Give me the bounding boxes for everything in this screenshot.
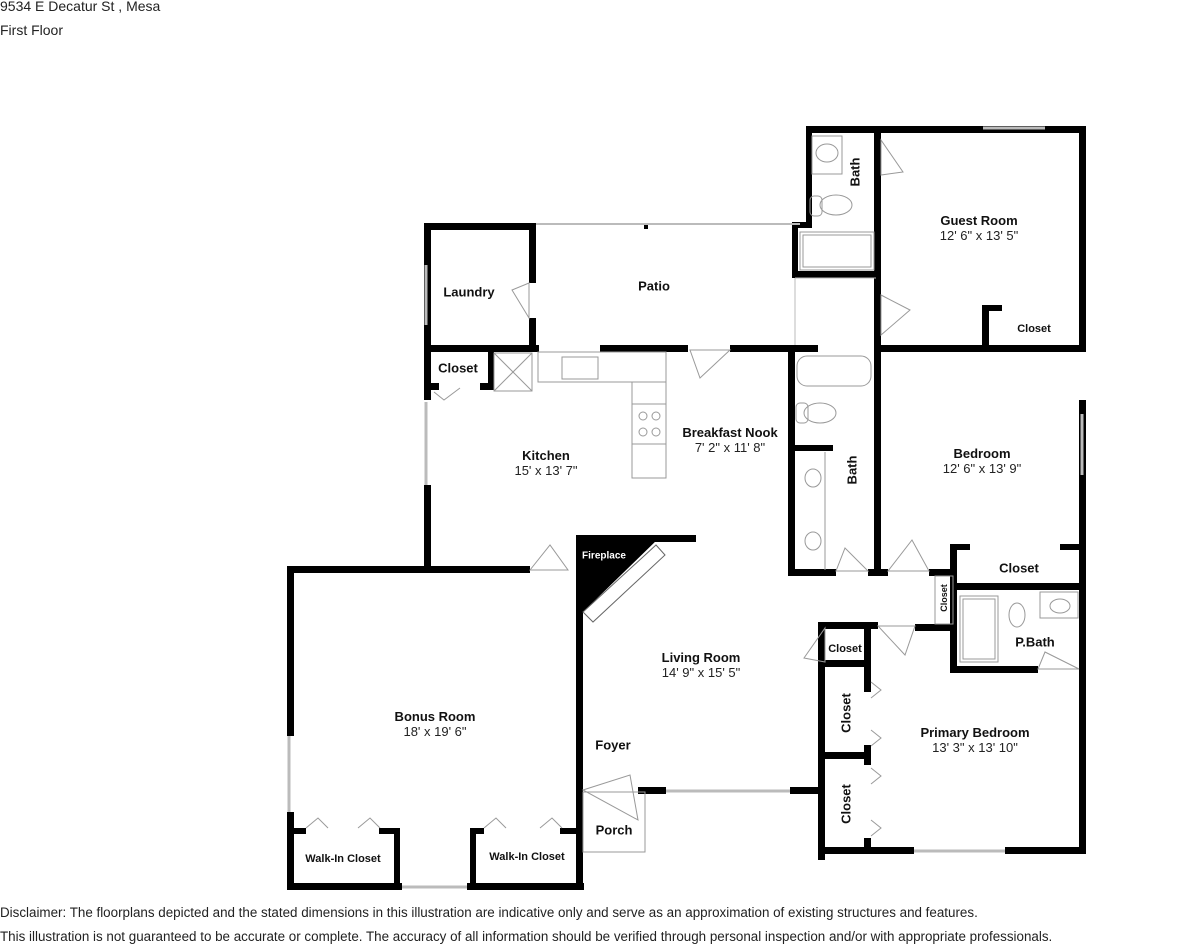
- guest-bath-label: Bath: [847, 157, 863, 187]
- porch-label: Porch: [595, 822, 633, 838]
- breakfast-nook-label: Breakfast Nook 7' 2" x 11' 8": [682, 425, 778, 455]
- guest-room-label: Guest Room 12' 6" x 13' 5": [939, 213, 1019, 243]
- kitchen-closet-label: Closet: [438, 360, 478, 376]
- fixtures: [287, 126, 1084, 889]
- hall-bath-label: Bath: [844, 455, 860, 485]
- primary-closet-1-label: Closet: [838, 693, 854, 733]
- property-address: 9534 E Decatur St , Mesa: [0, 0, 161, 14]
- living-room-label: Living Room 14' 9" x 15' 5": [661, 650, 741, 680]
- floor-label: First Floor: [0, 22, 63, 38]
- hall-closet-label: Closet: [939, 584, 949, 612]
- pbath-label: P.Bath: [1015, 634, 1055, 650]
- living-closet-label: Closet: [828, 643, 862, 655]
- walkin-closet-1-label: Walk-In Closet: [305, 853, 381, 865]
- primary-bedroom-label: Primary Bedroom 13' 3" x 13' 10": [920, 725, 1030, 755]
- kitchen-label: Kitchen 15' x 13' 7": [514, 448, 578, 478]
- guest-closet-label: Closet: [1017, 323, 1051, 335]
- bonus-room-label: Bonus Room 18' x 19' 6": [394, 709, 476, 739]
- laundry-label: Laundry: [443, 284, 495, 300]
- disclaimer-line-1: Disclaimer: The floorplans depicted and …: [0, 905, 978, 920]
- foyer-label: Foyer: [595, 737, 631, 753]
- bedroom-closet-label: Closet: [999, 560, 1039, 576]
- walkin-closet-2-label: Walk-In Closet: [489, 851, 565, 863]
- disclaimer-line-2: This illustration is not guaranteed to b…: [0, 929, 1053, 944]
- walls: [287, 126, 1086, 890]
- primary-closet-2-label: Closet: [838, 784, 854, 824]
- bedroom-label: Bedroom 12' 6" x 13' 9": [942, 446, 1022, 476]
- patio-label: Patio: [638, 278, 670, 294]
- fireplace-label: Fireplace: [582, 550, 626, 562]
